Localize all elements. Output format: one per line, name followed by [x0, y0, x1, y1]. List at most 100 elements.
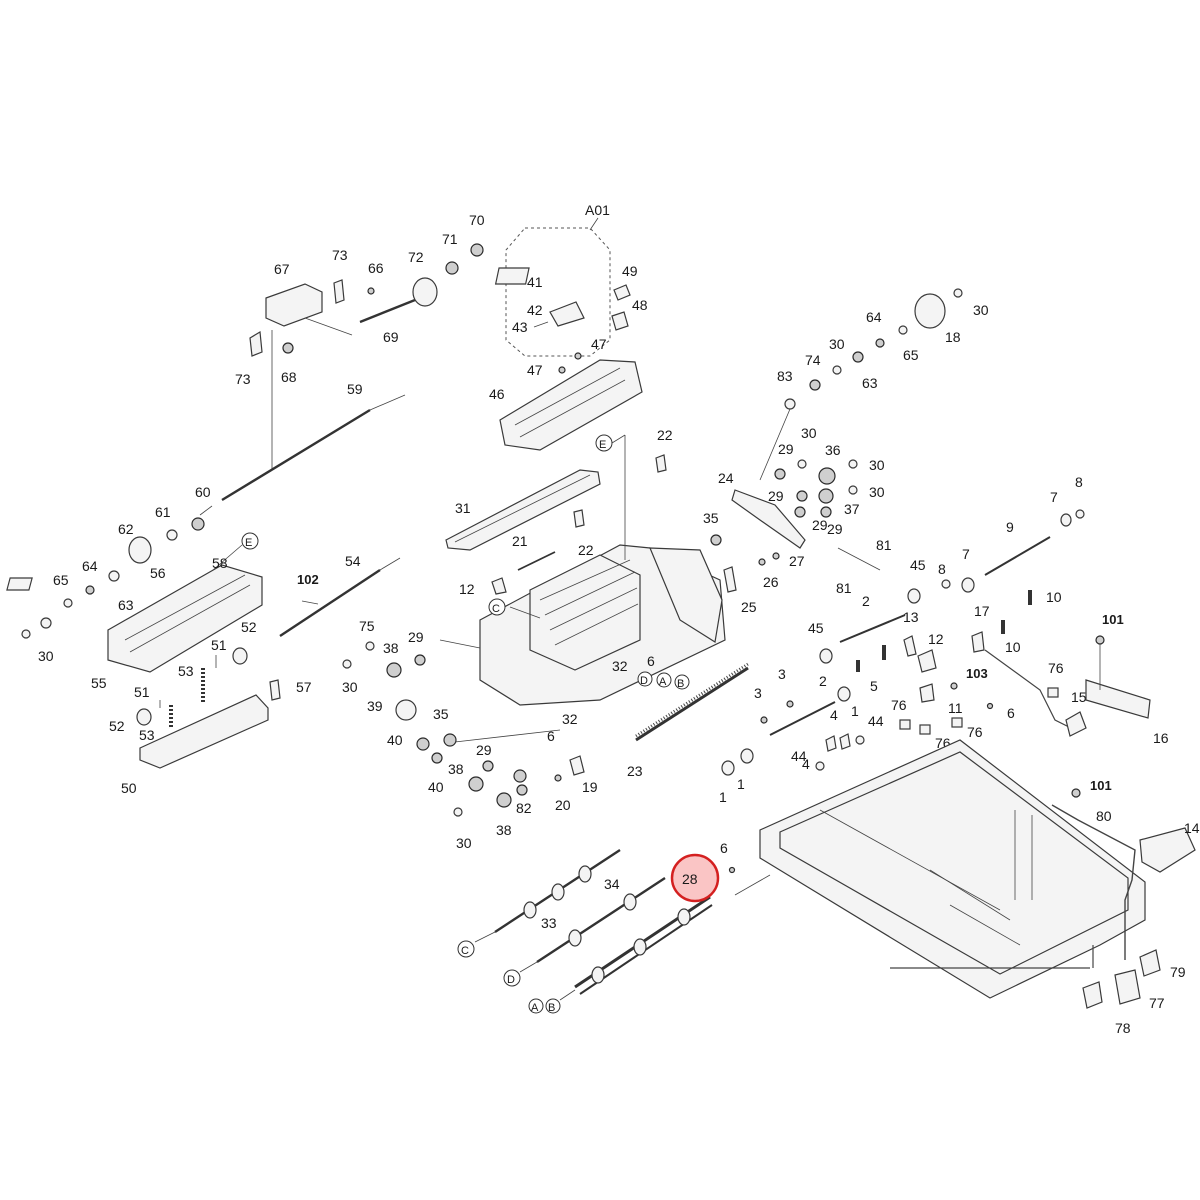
callout-75: 75: [359, 618, 375, 634]
callout-4b: 4: [802, 756, 810, 772]
part-frame-panel: [529, 554, 641, 671]
callout-3b: 3: [778, 666, 786, 682]
callout-32a: 32: [612, 658, 628, 674]
ref-A-shaft: [528, 998, 544, 1014]
ref-C-frame: [488, 598, 506, 616]
part-75-pin: [365, 641, 375, 651]
part-72-roller: [412, 277, 438, 307]
part-28-roller-c: [677, 908, 691, 926]
part-73-lever-upper: [333, 279, 345, 304]
callout-29a: 29: [408, 629, 424, 645]
callout-47b: 47: [527, 362, 543, 378]
part-11-clip: [919, 683, 935, 703]
lower-left-bracket: 51 52 53 51 52 53 50 57: [109, 619, 312, 796]
part-61-collar: [166, 529, 178, 541]
part-35-gear-b: [710, 534, 722, 546]
part-30-clip-a: [342, 659, 352, 669]
part-47-pin-a: [574, 352, 582, 360]
upper-center-parts: 49 48 47 47 46 31 E 22 22 21 12 35 25 32…: [445, 263, 757, 813]
part-52-roller-upper: [232, 647, 248, 665]
ref-B-shaft: [545, 998, 561, 1014]
ref-D-frame: [637, 671, 653, 687]
part-29-gear-b: [482, 760, 494, 772]
part-38-gear-a: [386, 662, 402, 678]
callout-44b: 44: [791, 748, 807, 764]
callout-6c: 6: [1007, 705, 1015, 721]
callout-29r4: 29: [827, 521, 843, 537]
callout-30a: 30: [342, 679, 358, 695]
callout-33: 33: [541, 915, 557, 931]
callout-29r1: 29: [778, 441, 794, 457]
callout-53a: 53: [178, 663, 194, 679]
part-6-pin-b: [728, 866, 736, 874]
base-tray: [759, 739, 1146, 999]
part-45-bushing-a: [907, 588, 921, 604]
kit-a01-group: A01 41 42 43: [494, 202, 611, 357]
part-39-pulley: [395, 699, 417, 721]
part-74-gear: [809, 379, 821, 391]
ref-B-frame-label: B: [677, 678, 684, 690]
ref-C-shaft: [457, 940, 475, 958]
part-29-gear-r3: [794, 506, 806, 518]
callout-25: 25: [741, 599, 757, 615]
callout-61: 61: [155, 504, 171, 520]
callout-63r: 63: [862, 375, 878, 391]
part-64-ring-r: [875, 338, 885, 348]
callout-101a: 101: [1102, 612, 1124, 627]
callout-81a: 81: [876, 537, 892, 553]
callout-35a: 35: [433, 706, 449, 722]
callout-1b: 1: [737, 776, 745, 792]
callout-30b: 30: [456, 835, 472, 851]
callout-64r: 64: [866, 309, 882, 325]
central-frame: C: [479, 544, 726, 706]
ref-D-frame-label: D: [640, 675, 648, 687]
callout-41: 41: [527, 274, 543, 290]
part-frame-side: [649, 547, 723, 643]
callout-14: 14: [1184, 820, 1200, 836]
part-64-ring: [85, 585, 95, 595]
part-77-connector: [1114, 969, 1141, 1005]
part-31-guide: [445, 469, 601, 551]
left-roller-set: 60 61 62 64 65 63 30: [21, 484, 211, 664]
part-22-spring-a: [655, 454, 667, 473]
callout-17: 17: [974, 603, 990, 619]
callout-38c: 38: [496, 822, 512, 838]
callout-4a: 4: [830, 707, 838, 723]
part-46-guide: [499, 359, 643, 451]
callout-29r3: 29: [812, 517, 828, 533]
callout-48: 48: [632, 297, 648, 313]
part-12-clamp-right: [917, 649, 937, 673]
callout-30g: 30: [869, 484, 885, 500]
part-3-pin-b: [786, 700, 794, 708]
part-30-clip-left2: [21, 629, 31, 639]
part-29-gear-r1: [774, 468, 786, 480]
callout-7a: 7: [1050, 489, 1058, 505]
part-101-screw-b: [1071, 788, 1081, 798]
callout-81b: 81: [836, 580, 852, 596]
left-guide-frame: E 58 56 55: [6, 532, 263, 691]
part-57-spring: [269, 679, 281, 701]
callout-23: 23: [627, 763, 643, 779]
callout-38a: 38: [383, 640, 399, 656]
part-29-gear-a: [414, 654, 426, 666]
part-78-clip: [1082, 981, 1103, 1009]
highlight-marker: 28: [670, 853, 720, 903]
part-13-latch: [903, 635, 917, 657]
callout-29r2: 29: [768, 488, 784, 504]
part-1-roller-c: [721, 760, 735, 776]
callout-34: 34: [604, 876, 620, 892]
callout-52a: 52: [241, 619, 257, 635]
part-44-bushing-b: [815, 761, 825, 771]
callout-67: 67: [274, 261, 290, 277]
callout-30-left: 30: [38, 648, 54, 664]
ref-D-shaft-label: D: [507, 974, 515, 986]
part-19-latch: [569, 755, 585, 776]
callout-2b: 2: [819, 673, 827, 689]
ref-A-frame: [656, 672, 672, 688]
part-29-gear-r2: [796, 490, 808, 502]
part-4-clip-a: [825, 735, 837, 752]
callout-36: 36: [825, 442, 841, 458]
callout-30f: 30: [869, 457, 885, 473]
part-50-bracket: [139, 694, 269, 769]
callout-73b: 73: [235, 371, 251, 387]
